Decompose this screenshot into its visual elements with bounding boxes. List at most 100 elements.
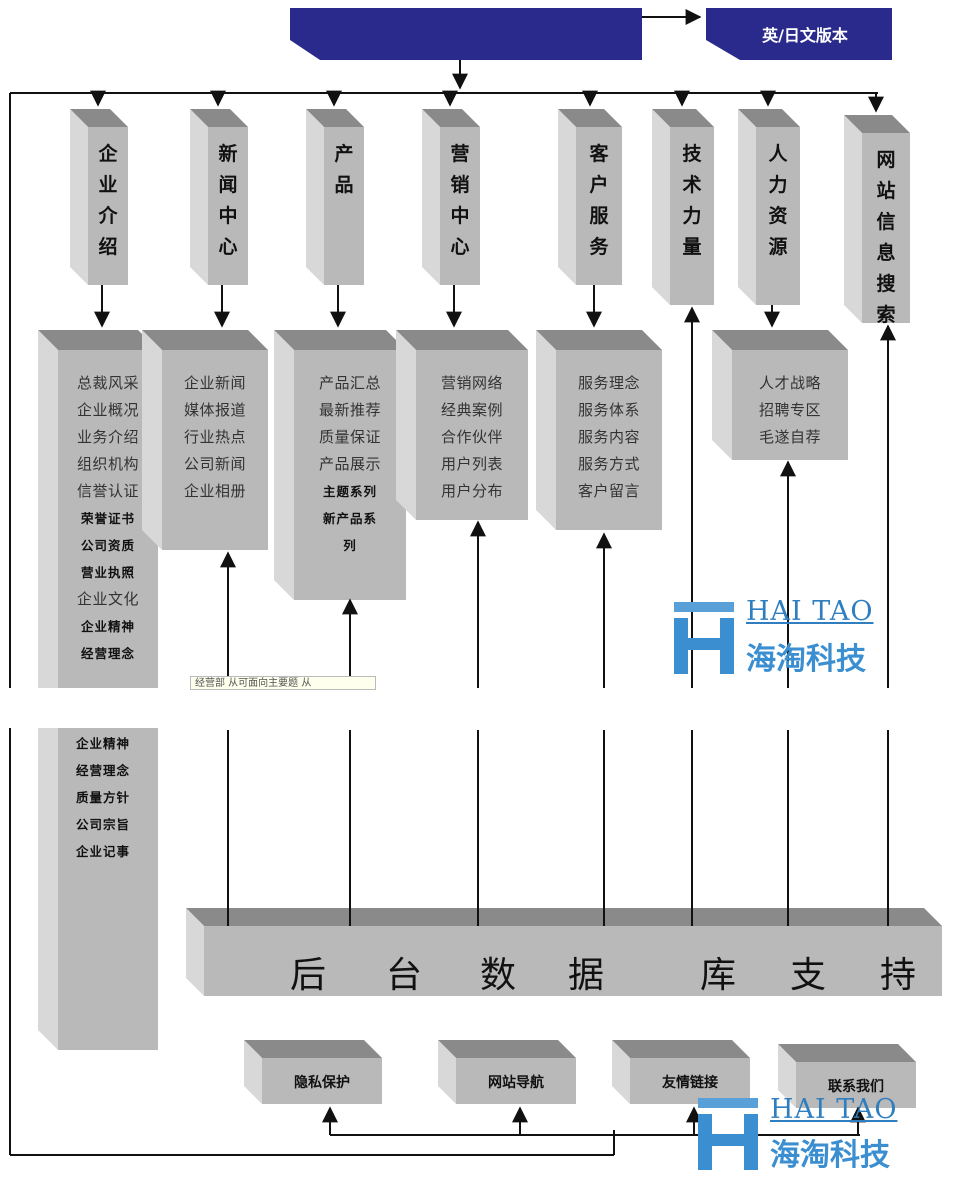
list-item[interactable]: 最新推荐: [318, 401, 381, 419]
list-item[interactable]: 公司宗旨: [75, 817, 130, 832]
list-item[interactable]: 企业精神: [75, 736, 130, 751]
language-version-box: [706, 8, 892, 60]
list-item[interactable]: 信誉认证: [76, 482, 139, 500]
tooltip: 经营部 从可面向主要题 从: [190, 676, 376, 690]
box-front-face: [862, 133, 910, 323]
list-item[interactable]: 用户列表: [440, 455, 503, 473]
box-front-face: [162, 350, 268, 550]
list-item[interactable]: 组织机构: [76, 455, 139, 473]
section-title-char: 户: [589, 174, 609, 196]
section-title-char: 索: [876, 304, 896, 326]
list-item[interactable]: 客户留言: [577, 482, 640, 500]
box-side-face: [438, 1040, 456, 1104]
list-item[interactable]: 营销网络: [440, 374, 503, 392]
watermark-cn: 海淘科技: [770, 1138, 890, 1173]
list-item[interactable]: 招聘专区: [758, 401, 821, 419]
section-title-search[interactable]: 网站信息搜索: [862, 145, 910, 331]
list-item[interactable]: 质量保证: [318, 428, 381, 446]
list-box-marketing: [396, 330, 528, 520]
box-top-face: [142, 330, 268, 350]
list-item[interactable]: 企业文化: [76, 590, 139, 608]
footer-link-1[interactable]: 网站导航: [488, 1075, 544, 1091]
list-item[interactable]: 公司资质: [80, 538, 135, 553]
list-marketing: 营销网络经典案例合作伙伴用户列表用户分布: [416, 370, 528, 505]
box-front-face: [262, 1058, 382, 1104]
list-item[interactable]: 产品汇总: [318, 374, 381, 392]
footer-link-0[interactable]: 隐私保护: [294, 1075, 350, 1091]
section-title-marketing[interactable]: 营销中心: [440, 139, 480, 263]
box-top-face: [306, 109, 364, 127]
footer-link-3[interactable]: 联系我们: [828, 1079, 884, 1095]
backend-label-char: 数: [480, 955, 517, 996]
logo-h-icon: [674, 602, 734, 674]
list-item[interactable]: 合作伙伴: [440, 428, 503, 446]
footer-box-0: [244, 1040, 382, 1104]
section-title-company[interactable]: 企业介绍: [88, 139, 128, 263]
box-side-face: [738, 109, 756, 305]
list-item[interactable]: 公司新闻: [183, 455, 246, 473]
list-item[interactable]: 经营理念: [80, 646, 135, 661]
list-item[interactable]: 服务方式: [577, 455, 640, 473]
section-title-char: 资: [768, 205, 788, 227]
title-box-marketing: [422, 109, 480, 285]
list-item[interactable]: 行业热点: [183, 428, 246, 446]
list-item[interactable]: 经典案例: [440, 401, 503, 419]
list-item[interactable]: 企业精神: [80, 619, 135, 634]
box-top-face: [712, 330, 848, 350]
list-item[interactable]: 企业记事: [75, 844, 130, 859]
box-side-face: [186, 908, 204, 996]
list-item[interactable]: 业务介绍: [76, 428, 139, 446]
list-item[interactable]: 新产品系: [322, 511, 377, 526]
title-box-company: [70, 109, 128, 285]
section-title-char: 量: [682, 236, 702, 258]
list-item[interactable]: 荣誉证书: [80, 511, 135, 526]
list-item[interactable]: 产品展示: [318, 455, 381, 473]
section-title-hr[interactable]: 人力资源: [756, 139, 800, 263]
list-company: 总裁风采企业概况业务介绍组织机构信誉认证荣誉证书公司资质营业执照企业文化企业精神…: [58, 370, 158, 667]
list-item[interactable]: 服务理念: [577, 374, 640, 392]
box-front-face: [58, 730, 158, 1030]
box-front-face: [204, 926, 942, 996]
section-title-service[interactable]: 客户服务: [576, 139, 622, 263]
section-title-char: 务: [589, 236, 609, 258]
logo-h-icon: [698, 1098, 758, 1170]
list-item[interactable]: 服务体系: [577, 401, 640, 419]
language-version-label[interactable]: 英/日文版本: [762, 26, 848, 45]
list-item[interactable]: 企业相册: [183, 482, 246, 500]
box-front-face: [324, 127, 364, 285]
box-top-face: [844, 115, 910, 133]
backend-label-char: 库: [700, 955, 737, 996]
list-item[interactable]: 企业概况: [76, 401, 139, 419]
list-item[interactable]: 用户分布: [440, 482, 503, 500]
footer-link-2[interactable]: 友情链接: [662, 1075, 718, 1091]
section-title-tech[interactable]: 技术力量: [670, 139, 714, 263]
list-item[interactable]: 总裁风采: [76, 374, 139, 392]
list-item[interactable]: 主题系列: [322, 484, 377, 499]
box-front-face: [756, 127, 800, 305]
box-side-face: [70, 109, 88, 285]
section-title-char: 息: [876, 242, 896, 264]
section-title-char: 业: [98, 174, 118, 196]
list-box-hr: [712, 330, 848, 460]
title-box-service: [558, 109, 622, 285]
backend-label-char: 台: [386, 955, 423, 996]
list-item[interactable]: 质量方针: [75, 790, 130, 805]
section-title-products[interactable]: 产品: [324, 139, 364, 201]
section-title-char: 源: [768, 236, 788, 258]
box-front-face: [630, 1058, 750, 1104]
box-side-face: [712, 330, 732, 460]
list-item[interactable]: 毛遂自荐: [758, 428, 821, 446]
list-hr: 人才战略招聘专区毛遂自荐: [732, 370, 848, 451]
list-item[interactable]: 媒体报道: [183, 401, 246, 419]
section-title-news[interactable]: 新闻中心: [208, 139, 248, 263]
section-title-char: 服: [589, 205, 609, 227]
list-item[interactable]: 人才战略: [758, 374, 821, 392]
list-item[interactable]: 经营理念: [75, 763, 130, 778]
box-side-face: [142, 330, 162, 550]
list-item[interactable]: 营业执照: [80, 565, 135, 580]
title-box-search: [844, 115, 910, 323]
box-front-face: [208, 127, 248, 285]
list-item[interactable]: 服务内容: [577, 428, 640, 446]
list-item[interactable]: 列: [343, 538, 357, 553]
list-item[interactable]: 企业新闻: [183, 374, 246, 392]
